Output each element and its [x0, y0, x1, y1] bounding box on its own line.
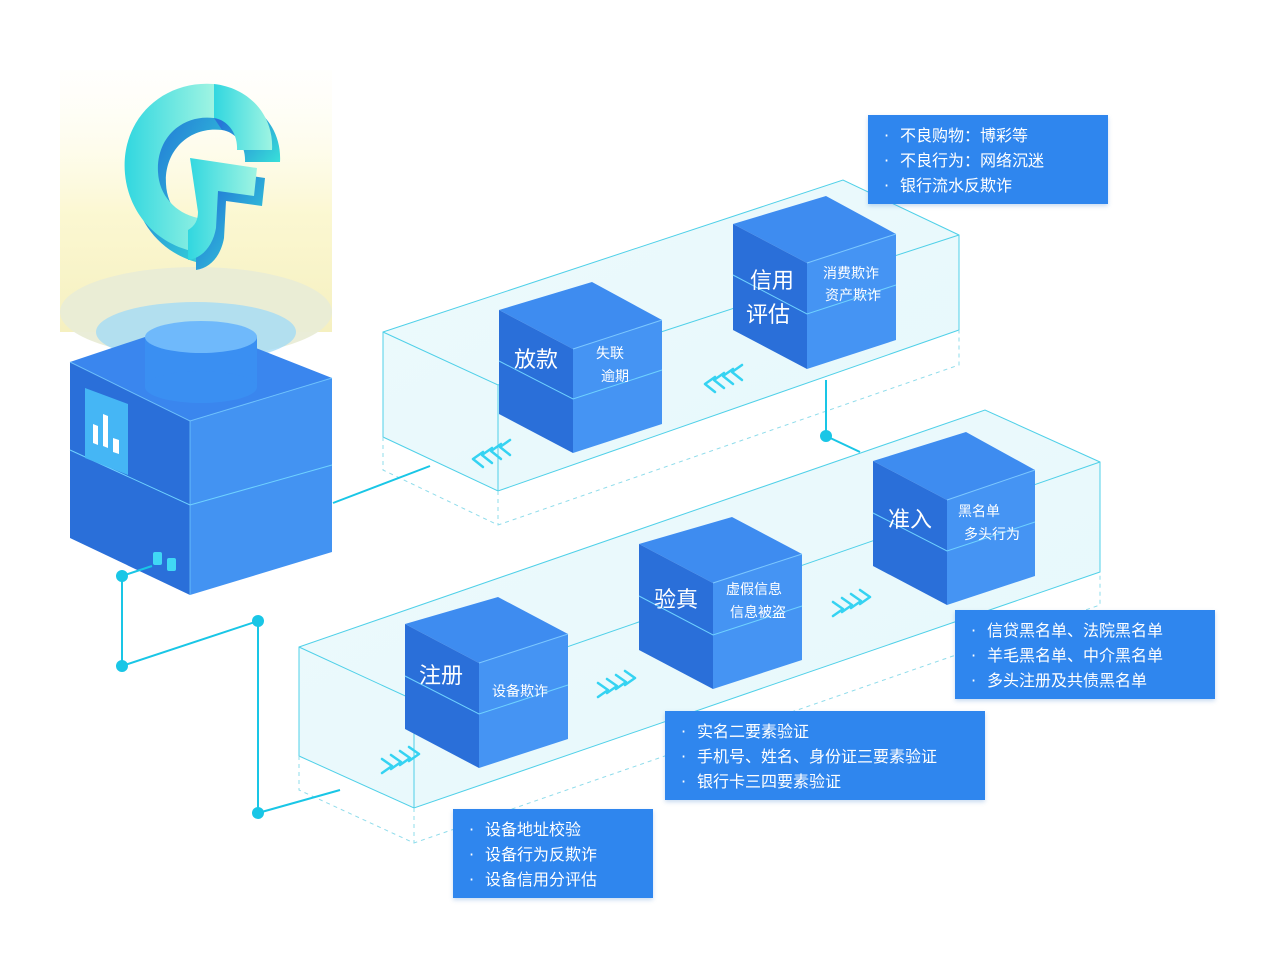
gf-logo-icon — [124, 83, 281, 270]
cube-side-label: 消费欺诈 — [823, 266, 879, 282]
chevron-right-icon — [380, 745, 421, 775]
cube-fangkuan: 放款 失联 逾期 — [498, 282, 663, 453]
server-right-face — [190, 378, 332, 595]
info-line: 手机号、姓名、身份证三要素验证 — [681, 744, 971, 769]
chevron-right-icon — [596, 669, 637, 699]
cube-side-label: 虚假信息 — [726, 581, 782, 598]
info-box-access: 信贷黑名单、法院黑名单 羊毛黑名单、中介黑名单 多头注册及共债黑名单 — [955, 610, 1215, 699]
cube-side-label: 黑名单 — [958, 504, 1000, 520]
info-line: 不良购物：博彩等 — [884, 123, 1094, 148]
info-line: 设备信用分评估 — [469, 867, 639, 892]
info-line: 银行流水反欺诈 — [884, 173, 1094, 198]
cube-side-label: 多头行为 — [964, 526, 1020, 543]
info-box-credit: 不良购物：博彩等 不良行为：网络沉迷 银行流水反欺诈 — [868, 115, 1108, 204]
flow-arrows — [380, 363, 872, 775]
cube-front-label: 信用 — [750, 269, 794, 294]
chevron-left-icon — [471, 438, 512, 469]
info-line: 设备行为反欺诈 — [469, 842, 639, 867]
cube-front-label: 准入 — [888, 508, 932, 533]
cube-side-label: 资产欺诈 — [825, 288, 881, 304]
status-light — [153, 552, 162, 565]
info-line: 信贷黑名单、法院黑名单 — [971, 618, 1201, 643]
cube-side-label: 逾期 — [601, 369, 629, 385]
status-light — [167, 558, 176, 571]
cube-front-label: 放款 — [514, 348, 558, 373]
cube-side-label: 信息被盗 — [730, 604, 786, 621]
cube-side-label: 失联 — [596, 346, 624, 362]
info-line: 不良行为：网络沉迷 — [884, 148, 1094, 173]
cube-side-label: 设备欺诈 — [492, 683, 548, 700]
info-line: 银行卡三四要素验证 — [681, 769, 971, 794]
cube-front-label: 评估 — [746, 303, 790, 328]
info-line: 实名二要素验证 — [681, 719, 971, 744]
info-box-device: 设备地址校验 设备行为反欺诈 设备信用分评估 — [453, 809, 653, 898]
info-line: 羊毛黑名单、中介黑名单 — [971, 643, 1201, 668]
cube-front-label: 验真 — [654, 588, 698, 613]
cube-zhunru: 准入 黑名单 多头行为 — [872, 432, 1036, 605]
cube-front-label: 注册 — [419, 664, 463, 689]
cube-xinyong: 信用 评估 消费欺诈 资产欺诈 — [732, 196, 897, 369]
info-line: 设备地址校验 — [469, 817, 639, 842]
info-box-verify: 实名二要素验证 手机号、姓名、身份证三要素验证 银行卡三四要素验证 — [665, 711, 985, 800]
cube-yanzhen: 验真 虚假信息 信息被盗 — [638, 517, 803, 689]
connector-dots — [116, 430, 832, 819]
chevron-left-icon — [703, 363, 744, 394]
cube-zhuce: 注册 设备欺诈 — [404, 597, 569, 768]
info-line: 多头注册及共债黑名单 — [971, 668, 1201, 693]
server-group — [60, 70, 333, 595]
chevron-right-icon — [831, 588, 872, 618]
bar-chart-icon — [85, 388, 128, 475]
